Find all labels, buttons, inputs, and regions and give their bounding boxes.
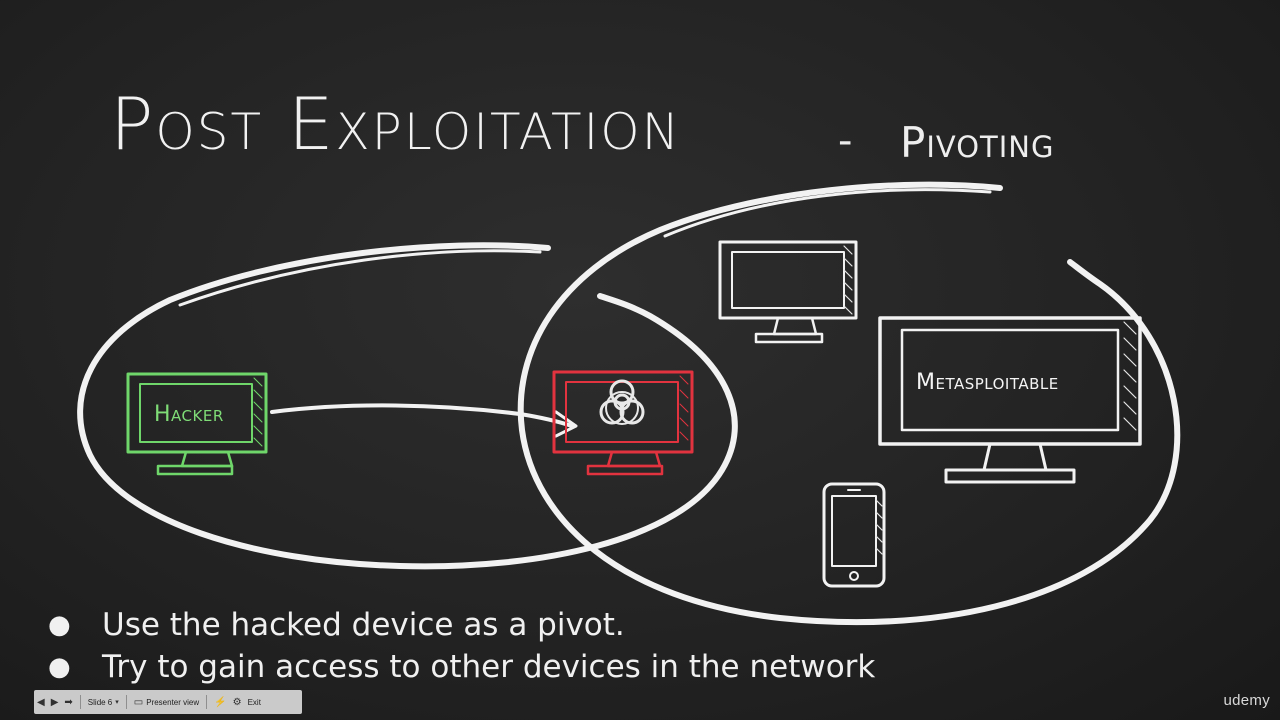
- presenter-view-label: Presenter view: [146, 697, 200, 707]
- presenter-icon: ▭: [133, 696, 144, 708]
- bullet-dot: ●: [48, 610, 71, 640]
- smartphone-icon: [822, 482, 886, 588]
- prev-icon[interactable]: ◀: [37, 696, 45, 708]
- laser-pointer-icon[interactable]: ⚡: [214, 696, 227, 708]
- hacker-computer-icon: [126, 372, 268, 476]
- exit-button[interactable]: Exit: [247, 697, 261, 707]
- slide-title: Post Exploitation: [110, 82, 682, 166]
- bullet-dot: ●: [48, 652, 71, 682]
- pivot-arrow: [270, 403, 578, 438]
- next-icon[interactable]: ➡: [64, 696, 73, 708]
- title-separator: -: [838, 118, 853, 164]
- slide-selector-label: Slide 6: [87, 697, 113, 707]
- bullet-text: Use the hacked device as a pivot.: [102, 607, 625, 643]
- metasploitable-label: Metasploitable: [916, 370, 1059, 395]
- metasploitable-computer-icon: [878, 316, 1142, 484]
- divider: [125, 695, 127, 709]
- divider: [206, 695, 208, 709]
- slide-selector[interactable]: Slide 6 ▾: [85, 698, 122, 707]
- hacker-network-ellipse: [77, 242, 738, 570]
- slide-subtitle: Pivoting: [900, 118, 1055, 167]
- target-network-ellipse: [517, 181, 1181, 626]
- hacker-label: Hacker: [154, 402, 224, 427]
- divider: [79, 695, 81, 709]
- network-computer-icon: [718, 240, 858, 344]
- presenter-view-button[interactable]: ▭ Presenter view: [131, 697, 202, 708]
- gear-icon[interactable]: ⚙: [232, 696, 242, 708]
- udemy-watermark: udemy: [1223, 692, 1270, 709]
- chevron-down-icon: ▾: [115, 699, 119, 706]
- biohazard-icon: [599, 379, 645, 425]
- presentation-controls: ◀ ▶ ➡ Slide 6 ▾ ▭ Presenter view ⚡ ⚙ Exi…: [34, 690, 302, 714]
- bullet-text: Try to gain access to other devices in t…: [102, 649, 876, 685]
- play-icon[interactable]: ▶: [50, 696, 59, 708]
